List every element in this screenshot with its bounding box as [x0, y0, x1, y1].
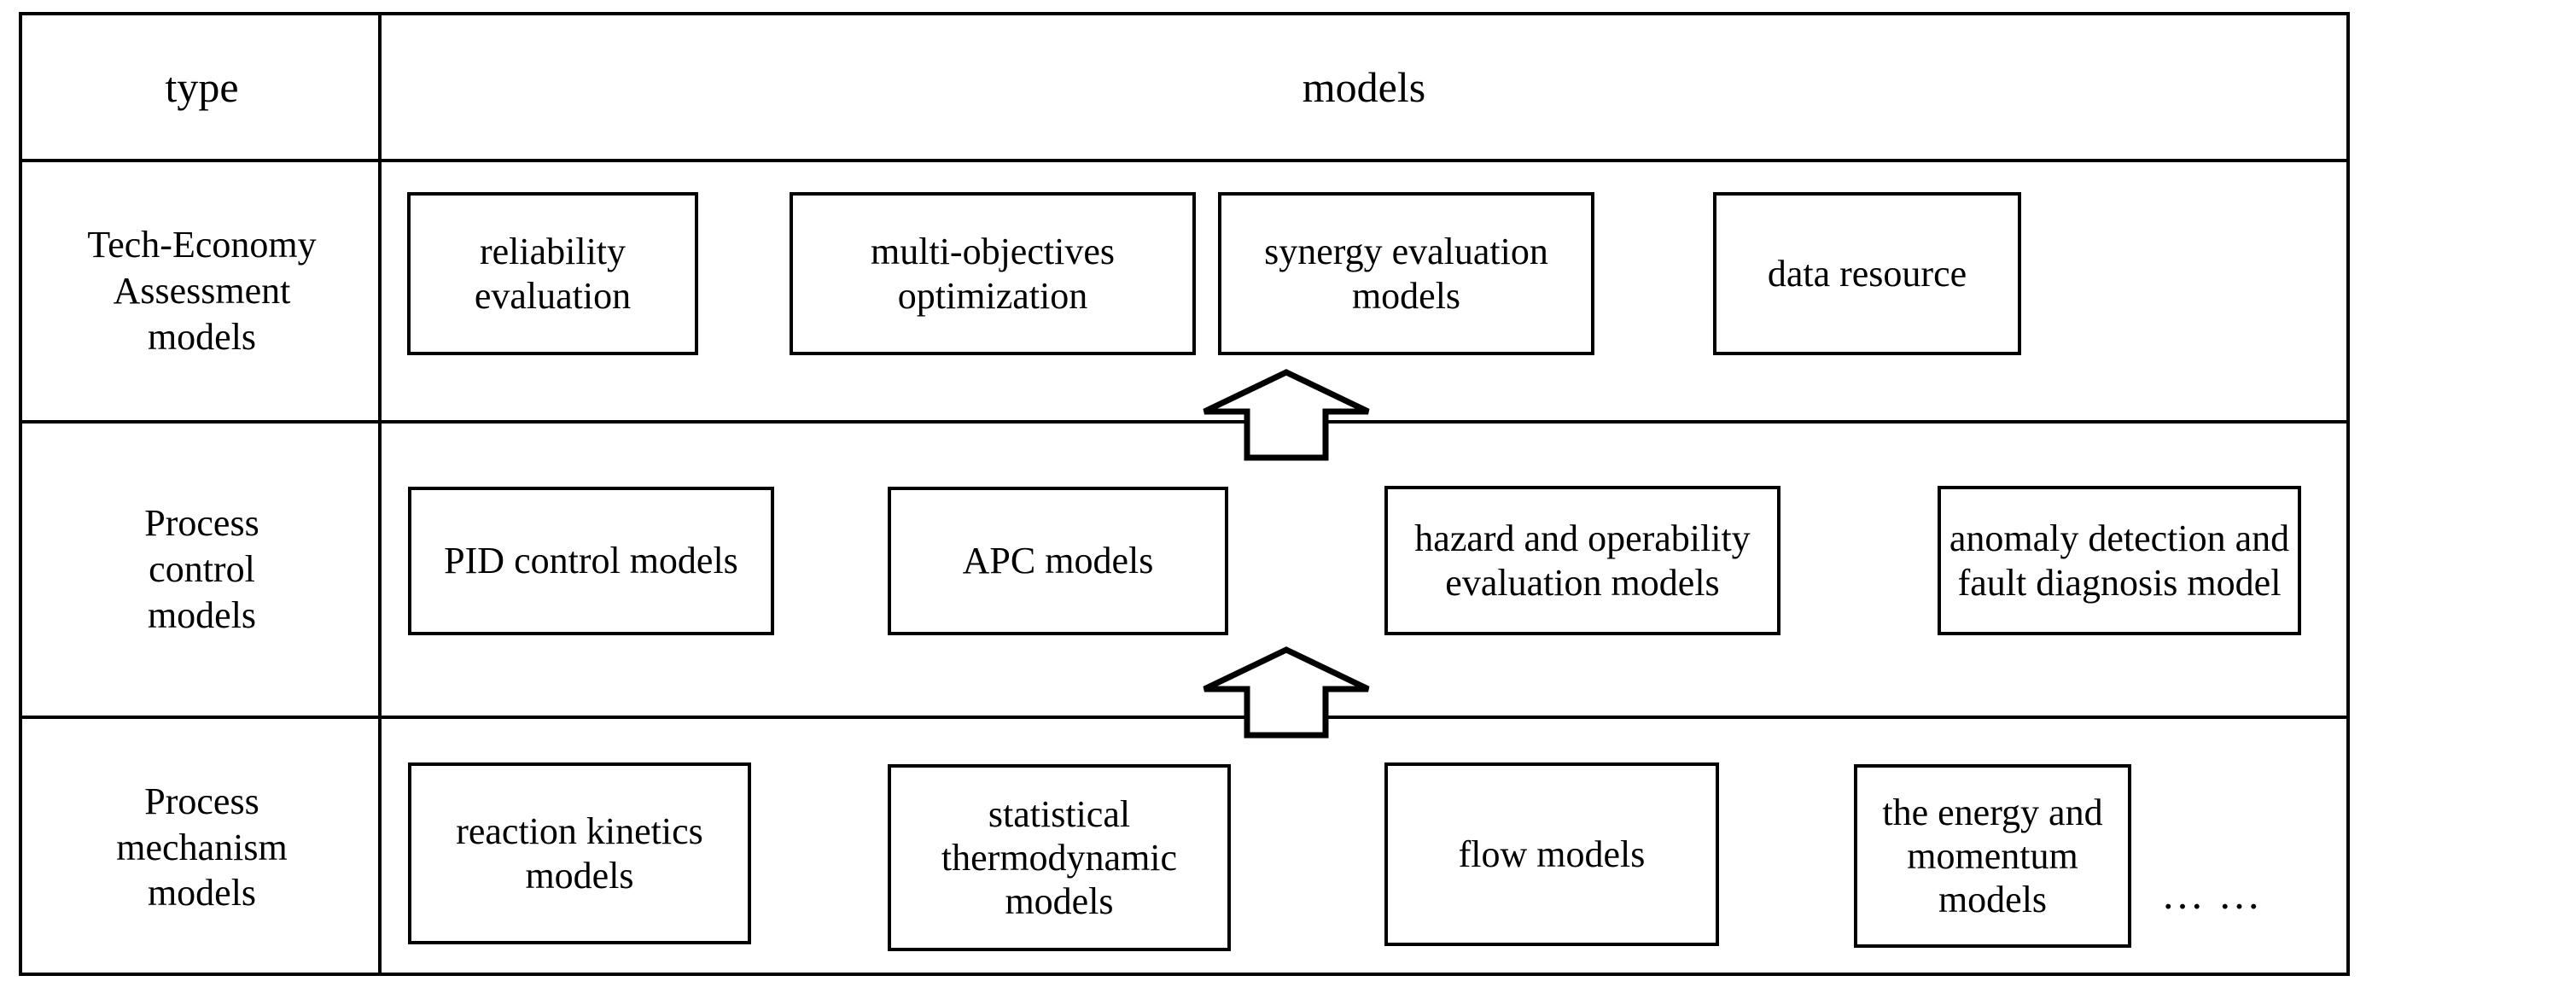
arrow-control-to-assessment-icon [1201, 369, 1372, 461]
models-table: type models Tech-Economy Assessment mode… [19, 12, 2350, 976]
header-cell-type: type [22, 15, 382, 159]
row-type-line: mechanism [116, 826, 288, 868]
model-box-line: momentum models [1907, 834, 2078, 921]
row-type-line: Tech-Economy [87, 224, 317, 266]
row-type-process-mechanism: Process mechanism models [22, 719, 382, 976]
column-divider [378, 15, 382, 973]
header-type-label: type [165, 62, 239, 111]
model-box-line: synergy evaluation [1264, 231, 1548, 273]
model-box-pid-control-models[interactable]: PID control models [408, 487, 774, 635]
model-box-line: data resource [1767, 252, 1967, 295]
model-box-multi-objectives-optimization[interactable]: multi-objectives optimization [790, 192, 1196, 355]
row-type-line: models [147, 593, 257, 636]
model-box-hazard-operability-evaluation-models[interactable]: hazard and operability evaluation models [1384, 486, 1780, 635]
model-box-data-resource[interactable]: data resource [1713, 192, 2021, 355]
model-box-reaction-kinetics-models[interactable]: reaction kinetics models [408, 762, 751, 944]
model-box-reliability-evaluation[interactable]: reliability evaluation [407, 192, 698, 355]
model-box-line: reaction kinetics [456, 810, 703, 853]
row-type-line: Process [144, 780, 259, 822]
model-box-line: anomaly detection and [1949, 517, 2290, 560]
model-box-energy-momentum-models[interactable]: the energy and momentum models [1854, 764, 2131, 948]
row-type-line: models [147, 315, 257, 358]
model-box-flow-models[interactable]: flow models [1384, 762, 1719, 946]
model-box-line: models [1351, 274, 1461, 317]
model-box-line: models [1005, 880, 1114, 923]
model-box-line: thermodynamic [941, 836, 1178, 879]
row-divider-2 [22, 716, 2346, 719]
model-box-statistical-thermodynamic-models[interactable]: statistical thermodynamic models [888, 764, 1231, 951]
row-divider-1 [22, 420, 2346, 424]
model-box-synergy-evaluation-models[interactable]: synergy evaluation models [1218, 192, 1594, 355]
trailing-ellipsis: … … [2161, 870, 2263, 918]
model-box-line: flow models [1458, 832, 1646, 875]
model-box-line: evaluation models [1445, 561, 1720, 604]
model-box-line: evaluation [474, 274, 632, 317]
model-box-line: PID control models [444, 540, 738, 582]
model-box-line: APC models [962, 540, 1154, 582]
model-box-line: optimization [897, 274, 1088, 317]
model-box-line: hazard and operability [1414, 517, 1751, 560]
model-box-line: fault diagnosis model [1957, 561, 2282, 604]
row-type-line: Assessment [113, 270, 291, 313]
model-box-line: statistical [988, 792, 1131, 835]
header-models-label: models [1302, 63, 1426, 111]
model-box-apc-models[interactable]: APC models [888, 487, 1228, 635]
row-type-line: models [147, 872, 257, 914]
arrow-mechanism-to-control-icon [1201, 646, 1372, 739]
row-type-line: control [149, 548, 255, 591]
header-cell-models: models [382, 15, 2346, 159]
model-box-line: reliability [479, 231, 627, 273]
model-box-line: models [525, 854, 634, 897]
model-box-line: multi-objectives [871, 231, 1115, 273]
row-type-line: Process [144, 502, 259, 545]
row-divider-header [22, 159, 2346, 162]
model-box-anomaly-detection-fault-diagnosis-model[interactable]: anomaly detection and fault diagnosis mo… [1938, 486, 2301, 635]
model-box-line: the energy and [1882, 791, 2103, 833]
row-type-process-control: Process control models [22, 424, 382, 716]
row-type-tech-economy: Tech-Economy Assessment models [22, 162, 382, 420]
